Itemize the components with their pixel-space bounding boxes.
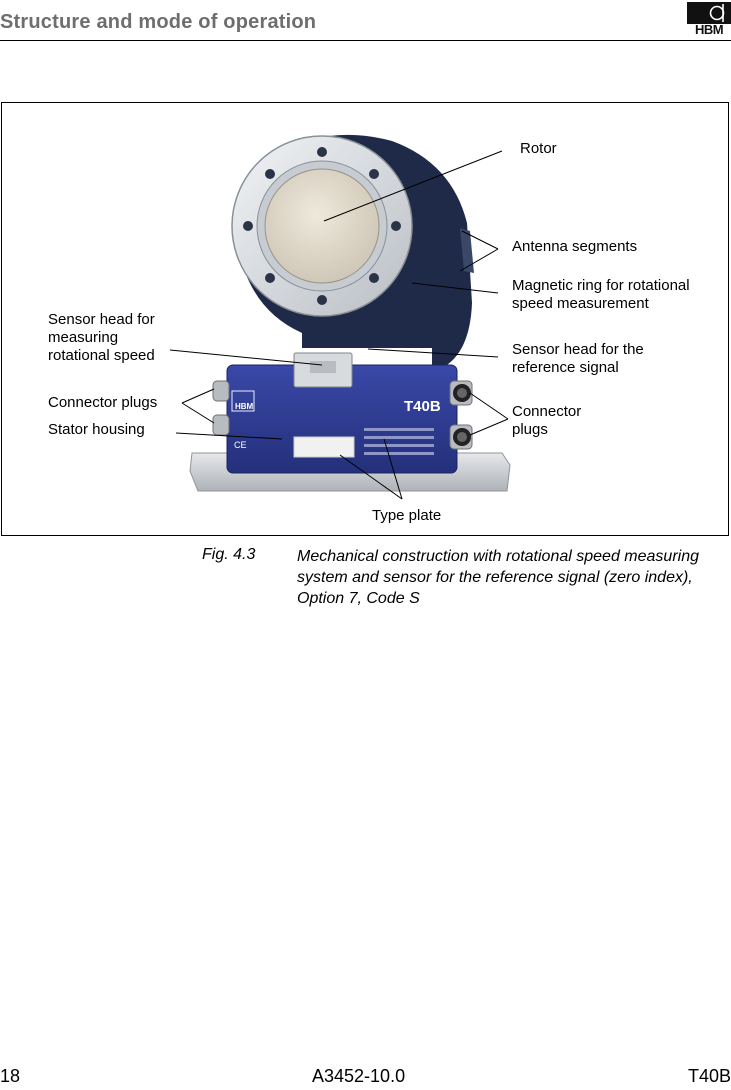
label-type-plate: Type plate — [372, 507, 442, 524]
rotor-face — [264, 168, 380, 284]
stator-model-marking: T40B — [404, 398, 441, 415]
label-rotor: Rotor — [520, 140, 557, 157]
logo-mark — [687, 2, 731, 24]
connector-plugs-right — [449, 380, 473, 450]
label-antenna-segments: Antenna segments — [512, 238, 638, 255]
label-connector-plugs-left: Connector plugs — [48, 394, 158, 411]
figure-number: Fig. 4.3 — [202, 546, 256, 563]
serial-label — [293, 436, 355, 458]
label-magnetic-ring: Magnetic ring for rotational speed measu… — [512, 277, 690, 312]
header-rule — [0, 40, 731, 41]
stator-brand: HBM — [235, 402, 254, 411]
page-number: 18 — [0, 1066, 21, 1086]
figure-caption: Mechanical construction with rotational … — [297, 548, 699, 607]
label-connector-plugs-right: Connector plugs — [512, 403, 582, 438]
flange-bolts — [243, 147, 401, 305]
product-name: T40B — [687, 1066, 731, 1086]
label-sensor-head-reference: Sensor head for the reference signal — [512, 341, 644, 376]
figure-frame: HBM CE T40B — [1, 102, 729, 536]
hbm-logo: HBM — [687, 2, 731, 40]
device-illustration: HBM CE T40B — [169, 134, 511, 500]
connector-plugs-left — [212, 380, 230, 436]
label-stator-housing: Stator housing — [48, 421, 145, 438]
logo-text: HBM — [694, 22, 724, 37]
label-sensor-head-speed: Sensor head for measuring rotational spe… — [48, 311, 155, 364]
hbm-badge — [231, 390, 255, 412]
document-number: A3452-10.0 — [312, 1066, 406, 1086]
stator-type-plate — [364, 428, 434, 455]
section-title: Structure and mode of operation — [0, 11, 317, 33]
stator-ce-mark: CE — [234, 440, 247, 450]
